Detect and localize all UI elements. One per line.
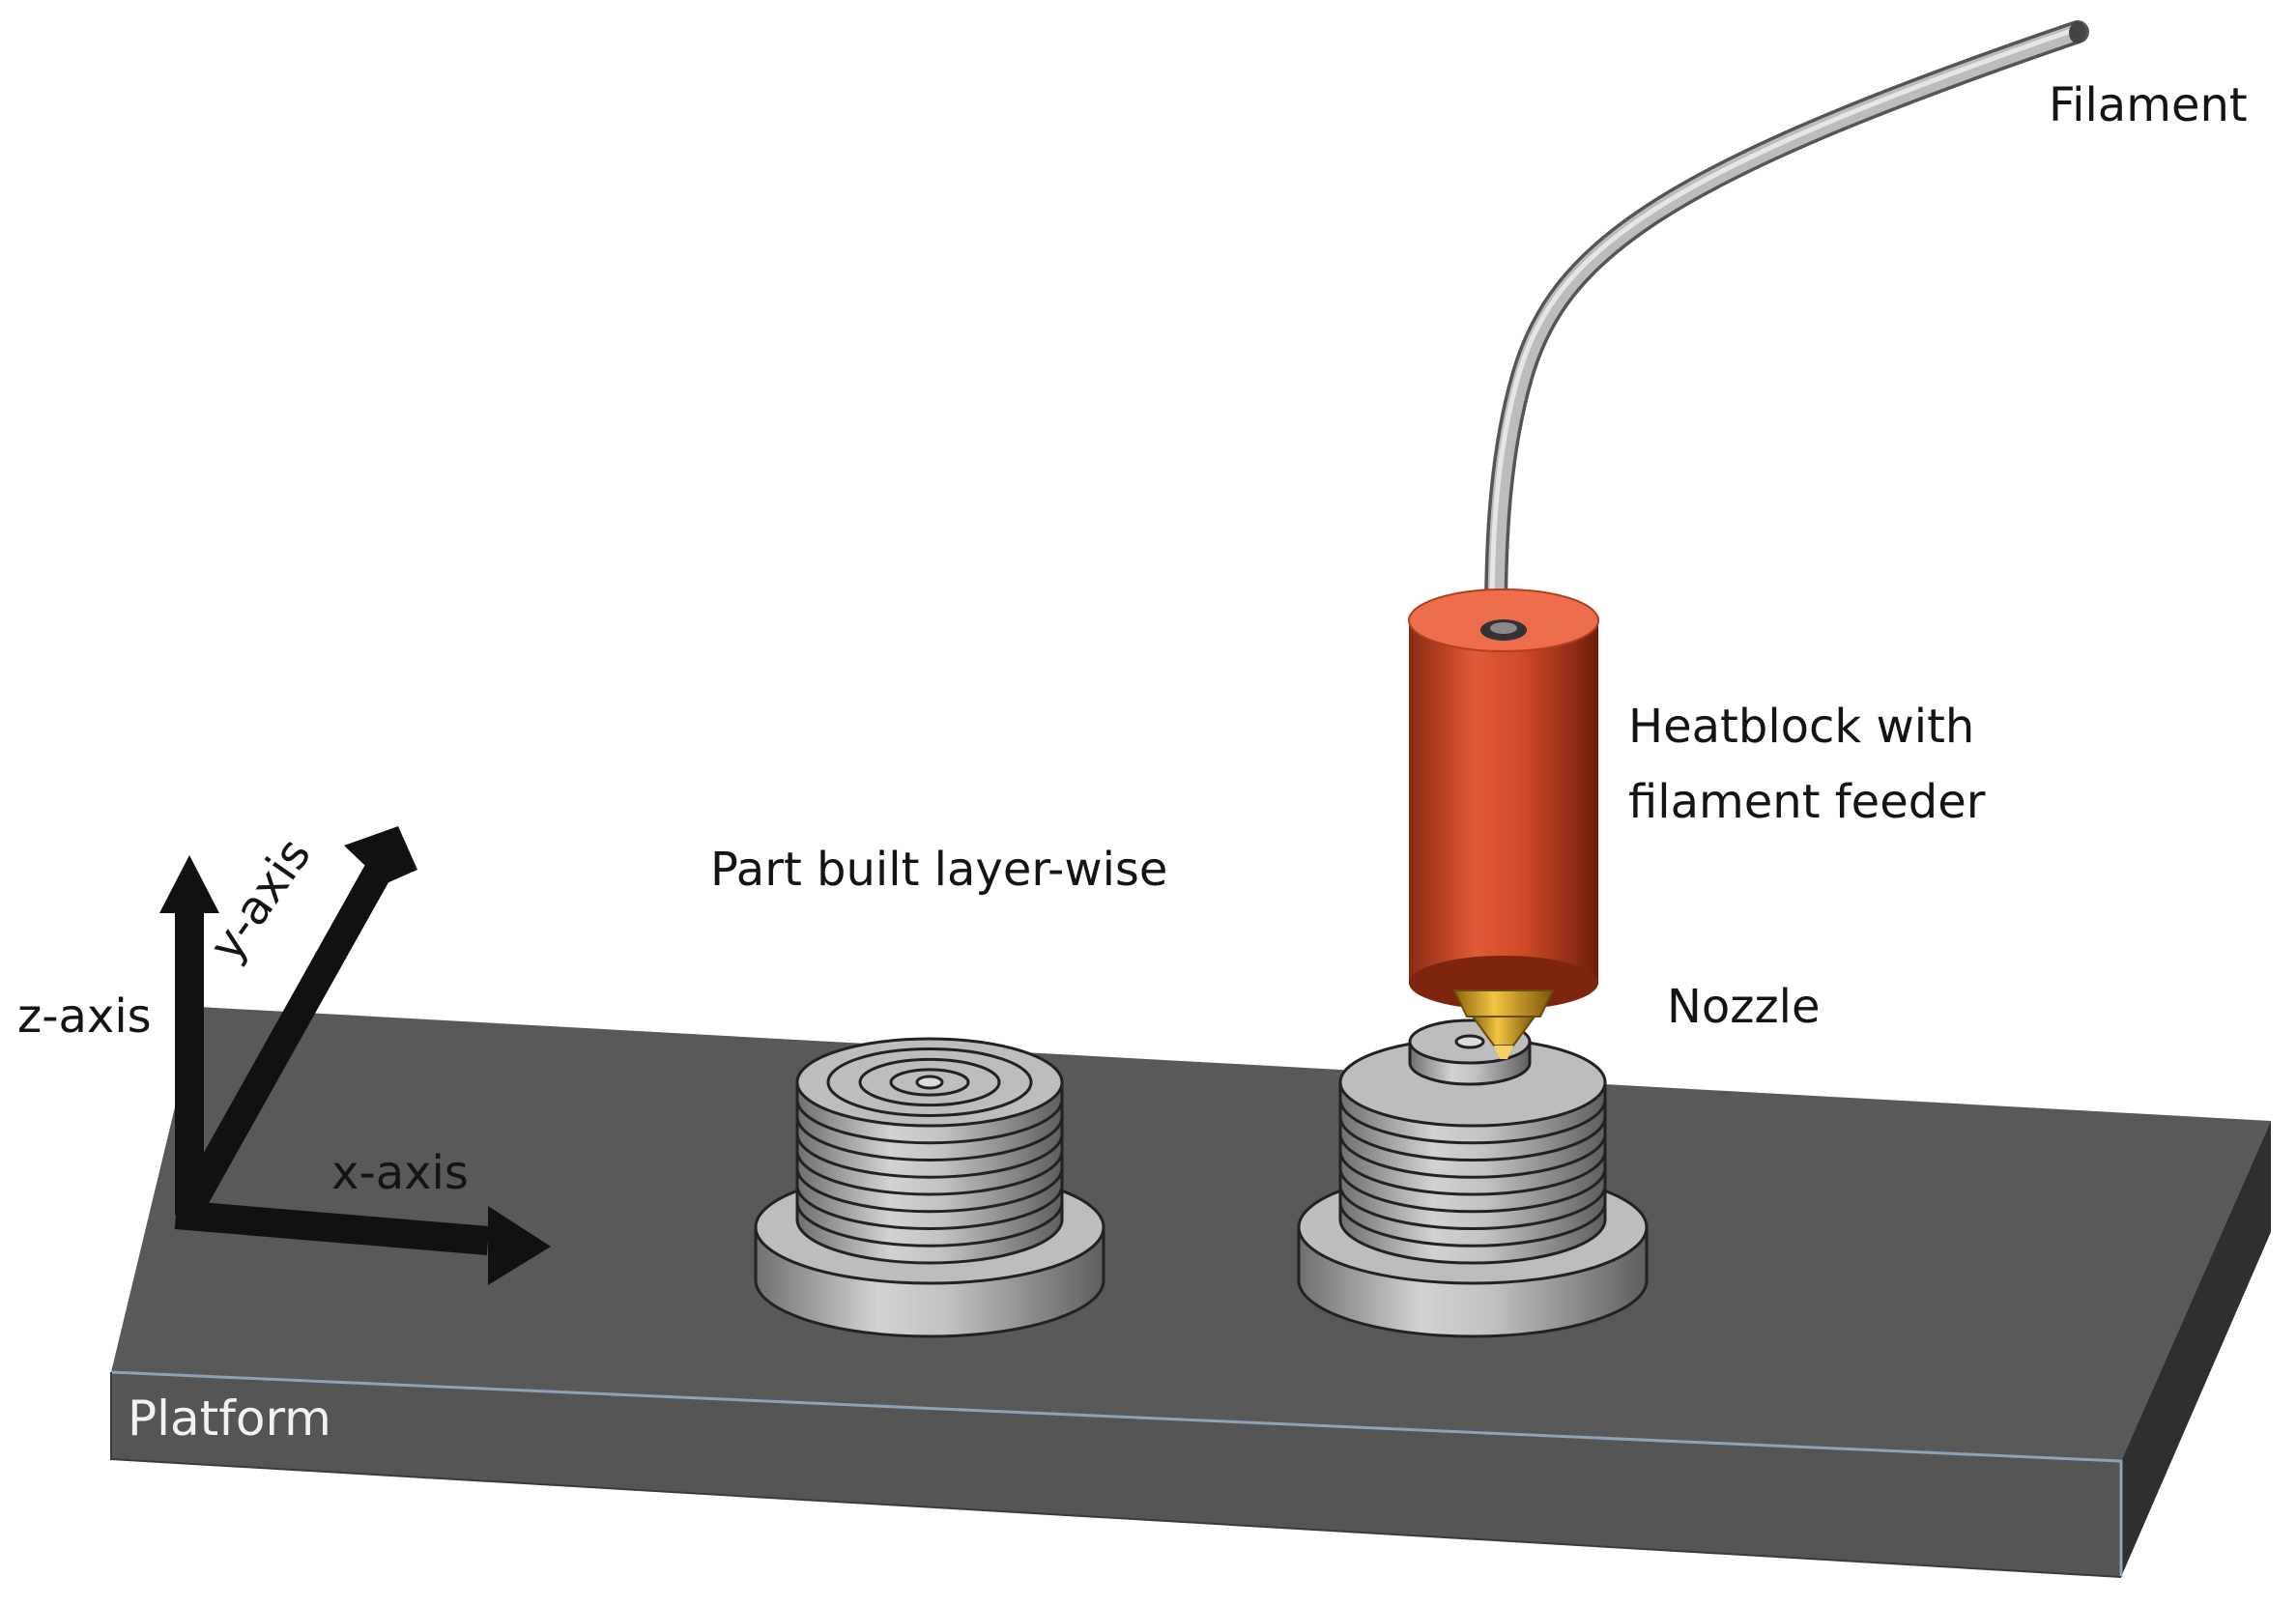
center-hole (1454, 1034, 1485, 1049)
heatblock-label-line2: filament feeder (1628, 775, 1986, 829)
layer-column (1338, 1080, 1607, 1265)
top-ring (826, 1047, 1033, 1117)
layer-line (1338, 1167, 1607, 1214)
nozzle (1452, 989, 1555, 1059)
layer-line (1338, 1150, 1607, 1196)
layer-line (795, 1167, 1064, 1214)
heatblock-label-line1: Heatblock with (1628, 700, 1975, 754)
layer-line (1338, 1133, 1607, 1179)
layer-line (1338, 1202, 1607, 1248)
part-label: Part built layer-wise (710, 843, 1168, 897)
part-stack-right (1297, 1018, 1649, 1338)
y-axis-arrow (176, 857, 395, 1216)
nozzle-label: Nozzle (1667, 980, 1821, 1034)
platform-side-edge (2121, 1121, 2271, 1577)
top-ring (889, 1068, 970, 1097)
filament-label: Filament (2049, 78, 2248, 132)
filament (1484, 20, 2089, 630)
heatblock (1408, 588, 1599, 1010)
layer-line (1338, 1185, 1607, 1230)
platform-label: Platform (128, 1391, 331, 1447)
x-axis-arrow (174, 1200, 490, 1255)
coordinate-axes (159, 826, 551, 1285)
layer-line (795, 1116, 1064, 1161)
layer-column (795, 1080, 1064, 1265)
layer-line (795, 1202, 1064, 1248)
platform-outline (110, 1370, 2123, 1577)
heatblock-body (1409, 620, 1598, 983)
platform-top (111, 1007, 2271, 1461)
center-hole (915, 1075, 944, 1090)
layer-line (795, 1150, 1064, 1196)
platform-front-edge (111, 1372, 2121, 1577)
layer-line (795, 1133, 1064, 1179)
part-stack-left (754, 1037, 1105, 1338)
layer-line (795, 1185, 1064, 1230)
z-axis-label: z-axis (17, 989, 152, 1044)
layer-line (795, 1099, 1064, 1145)
top-ring (858, 1057, 1001, 1107)
layer-line (1338, 1116, 1607, 1161)
platform (110, 1007, 2271, 1578)
layer-line (1338, 1099, 1607, 1145)
x-axis-label: x-axis (331, 1146, 469, 1200)
